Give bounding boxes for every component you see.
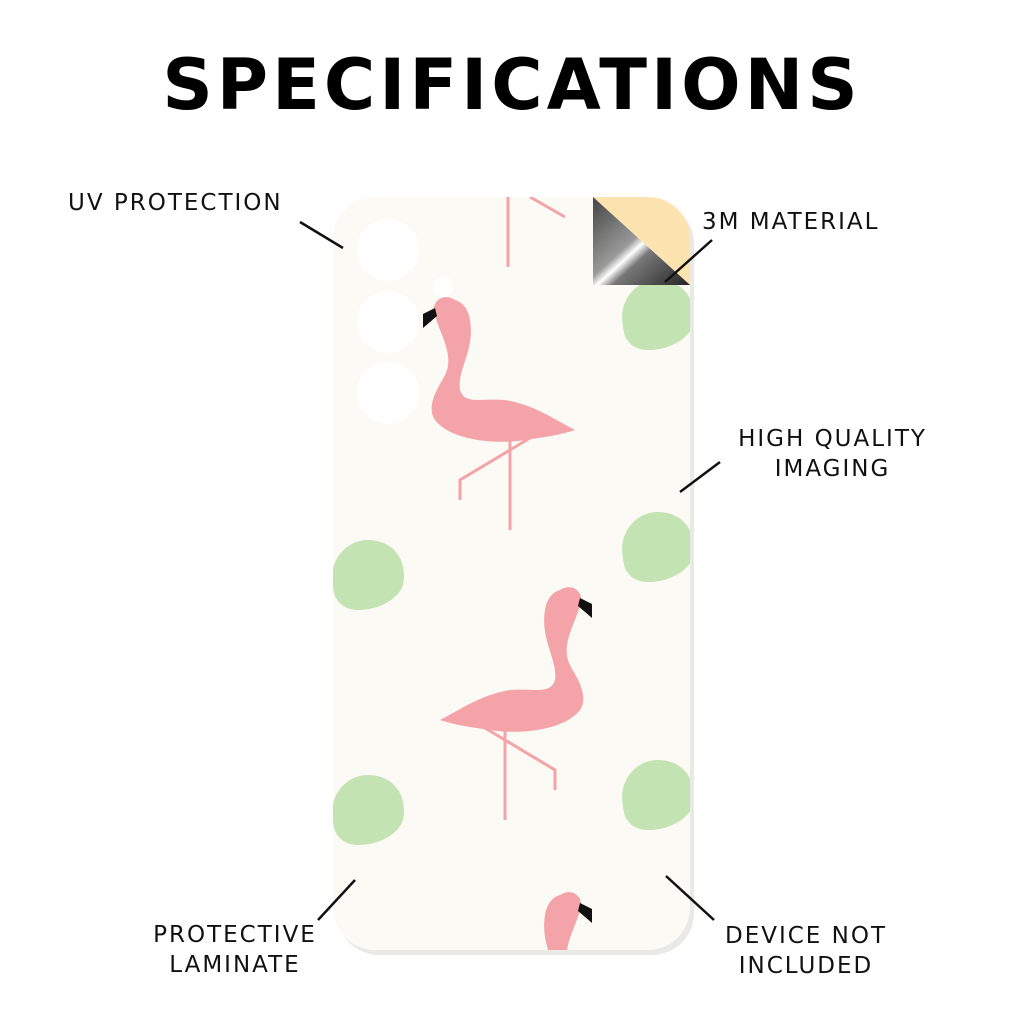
page-title: SPECIFICATIONS xyxy=(162,44,862,126)
label-protective-laminate: PROTECTIVE LAMINATE xyxy=(130,920,340,980)
label-high-quality-imaging: HIGH QUALITY IMAGING xyxy=(715,424,950,484)
callout-lines xyxy=(299,220,721,921)
label-line: IMAGING xyxy=(774,456,891,482)
camera-hole xyxy=(357,219,419,281)
label-line: HIGH QUALITY xyxy=(738,426,927,452)
label-line: LAMINATE xyxy=(169,952,301,978)
label-3m-material: 3M MATERIAL xyxy=(702,209,880,235)
label-line: DEVICE NOT xyxy=(724,923,888,949)
peel-metal xyxy=(593,197,690,285)
camera-hole xyxy=(357,291,419,353)
camera-hole xyxy=(357,362,419,424)
flash-hole xyxy=(433,277,453,297)
label-uv-protection: UV PROTECTION xyxy=(68,190,283,216)
label-line: PROTECTIVE xyxy=(153,922,317,948)
label-device-not-included: DEVICE NOT INCLUDED xyxy=(700,921,912,981)
label-line: INCLUDED xyxy=(738,953,874,979)
